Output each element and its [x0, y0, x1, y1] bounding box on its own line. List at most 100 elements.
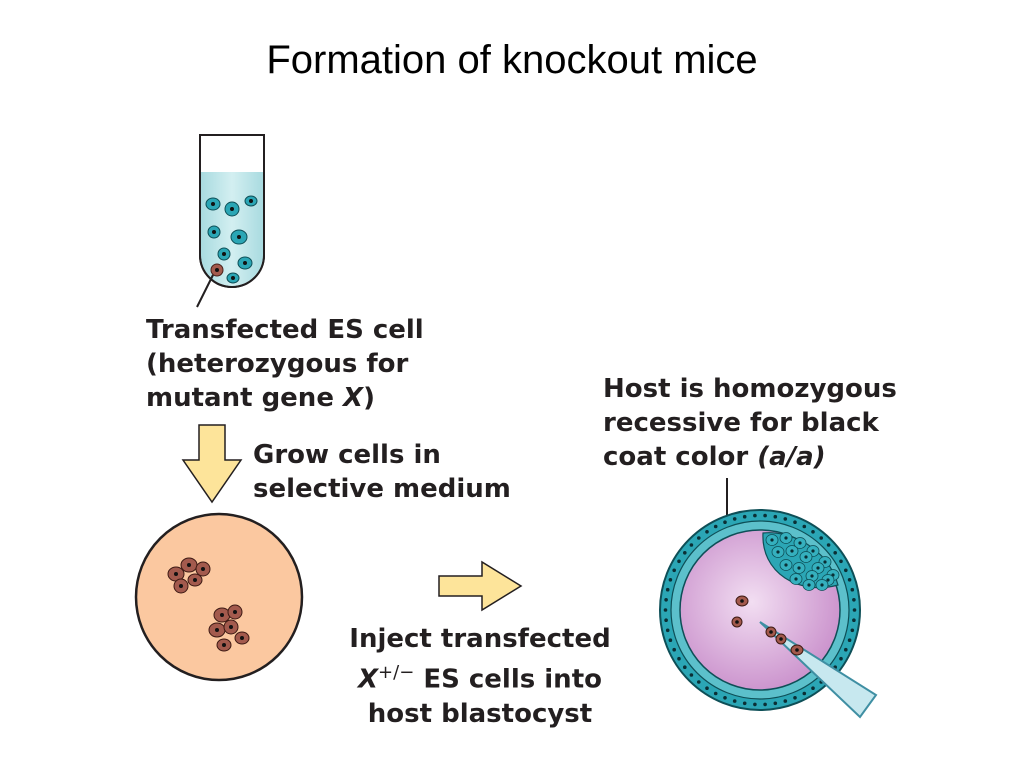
down-arrow	[181, 424, 243, 504]
es-cell-label-line3-close: )	[363, 383, 375, 413]
es-cell	[205, 197, 221, 211]
transfected-cell-pointer	[196, 274, 214, 308]
trophectoderm-nucleus	[689, 673, 694, 677]
trophectoderm-nucleus	[783, 699, 788, 703]
trophectoderm-nucleus	[763, 702, 767, 707]
grow-label-line2: selective medium	[253, 474, 511, 504]
slide-title: Formation of knockout mice	[266, 38, 758, 82]
trophectoderm-nucleus	[705, 530, 709, 534]
trophectoderm-nucleus	[753, 513, 757, 518]
es-cell	[226, 272, 240, 284]
es-cell	[224, 201, 240, 217]
trophectoderm-nucleus	[668, 578, 673, 582]
trophectoderm-nucleus	[723, 696, 727, 700]
genotype-aa: (a/a)	[757, 442, 826, 472]
trophectoderm-nucleus	[663, 608, 668, 612]
trophectoderm-nucleus	[689, 543, 694, 547]
icm-nucleus	[826, 578, 830, 582]
host-label-line1: Host is homozygous	[603, 374, 897, 404]
test-tube	[196, 134, 265, 308]
trophectoderm-nucleus	[833, 551, 837, 555]
allele-x-symbol: X	[358, 664, 379, 695]
trophectoderm-nucleus	[852, 598, 856, 602]
trophectoderm-nucleus	[852, 618, 856, 622]
trophectoderm-nucleus	[753, 702, 757, 707]
trophectoderm-nucleus	[850, 587, 855, 592]
trophectoderm-nucleus	[773, 701, 778, 706]
host-label-line2: recessive for black	[603, 408, 879, 438]
es-cell	[237, 256, 253, 270]
icm-nucleus	[807, 583, 811, 587]
trophectoderm-nucleus	[668, 638, 673, 642]
trophectoderm-nucleus	[793, 696, 797, 700]
trophectoderm-nucleus	[773, 514, 778, 519]
trophectoderm-nucleus	[677, 656, 681, 661]
icm-nucleus	[794, 577, 798, 581]
icm-nucleus	[790, 549, 794, 553]
trophectoderm-nucleus	[713, 691, 718, 696]
trophectoderm-nucleus	[732, 699, 737, 703]
injected-es-cells	[731, 595, 749, 628]
es-cell	[230, 229, 248, 245]
icm-nucleus	[776, 550, 780, 554]
trophectoderm-nucleus	[850, 628, 855, 633]
inject-label-line2-text: ES cells into	[414, 664, 602, 695]
trophectoderm-nucleus	[847, 578, 852, 582]
es-cell	[217, 247, 231, 261]
trophectoderm-nucleus	[672, 568, 676, 573]
trophectoderm-nucleus	[811, 686, 815, 690]
es-cell-label-line1: Transfected ES cell	[146, 315, 424, 345]
es-cell	[207, 225, 221, 239]
es-cell-label-line3: mutant gene X)	[146, 381, 424, 415]
trophectoderm-nucleus	[665, 587, 670, 592]
allele-superscript: +/−	[378, 662, 415, 683]
trophectoderm-nucleus	[697, 536, 701, 540]
trophectoderm-nucleus	[683, 551, 687, 555]
es-cell	[244, 195, 258, 207]
trophectoderm-nucleus	[732, 517, 737, 521]
trophectoderm-nucleus	[793, 520, 797, 524]
petri-dish	[134, 512, 304, 682]
icm-nucleus	[823, 560, 827, 564]
host-label: Host is homozygous recessive for black c…	[603, 372, 897, 474]
trophectoderm-nucleus	[665, 628, 670, 633]
inject-label-line1: Inject transfected	[349, 624, 611, 654]
icm-nucleus	[810, 574, 814, 578]
trophectoderm-nucleus	[852, 608, 857, 612]
icm-nucleus	[820, 583, 824, 587]
trophectoderm-nucleus	[683, 665, 687, 669]
trophectoderm-nucleus	[677, 559, 681, 564]
trophectoderm-nucleus	[802, 691, 807, 696]
trophectoderm-nucleus	[742, 701, 747, 706]
es-cell-label: Transfected ES cell (heterozygous for mu…	[146, 313, 424, 415]
trophectoderm-nucleus	[672, 647, 676, 652]
host-label-line3: coat color (a/a)	[603, 440, 897, 474]
trophectoderm-nucleus	[839, 559, 843, 564]
trophectoderm-nucleus	[713, 524, 718, 529]
icm-nucleus	[784, 536, 788, 540]
trophectoderm-nucleus	[844, 647, 848, 652]
trophectoderm-nucleus	[847, 638, 852, 642]
es-cell-label-line2: (heterozygous for	[146, 349, 409, 379]
icm-nucleus	[798, 541, 802, 545]
trophectoderm-nucleus	[763, 513, 767, 518]
icm-nucleus	[811, 549, 815, 553]
trophectoderm-nucleus	[826, 543, 831, 547]
es-cell-colony	[208, 604, 250, 652]
grow-label-line1: Grow cells in	[253, 440, 441, 470]
right-arrow	[438, 560, 523, 612]
trophectoderm-nucleus	[742, 514, 747, 519]
trophectoderm-nucleus	[844, 568, 848, 573]
inner-cell-mass	[762, 532, 840, 591]
trophectoderm-nucleus	[783, 517, 788, 521]
inject-label-line3: host blastocyst	[367, 698, 593, 729]
icm-nucleus	[804, 555, 808, 559]
icm-nucleus	[797, 566, 801, 570]
trophectoderm-nucleus	[664, 598, 668, 602]
injection-pipette	[759, 621, 878, 719]
trophectoderm-nucleus	[697, 680, 701, 684]
trophectoderm-nuclei	[663, 513, 857, 707]
es-cell-colony	[167, 557, 211, 594]
transfected-es-cell	[210, 263, 224, 277]
trophectoderm-nucleus	[839, 656, 843, 661]
